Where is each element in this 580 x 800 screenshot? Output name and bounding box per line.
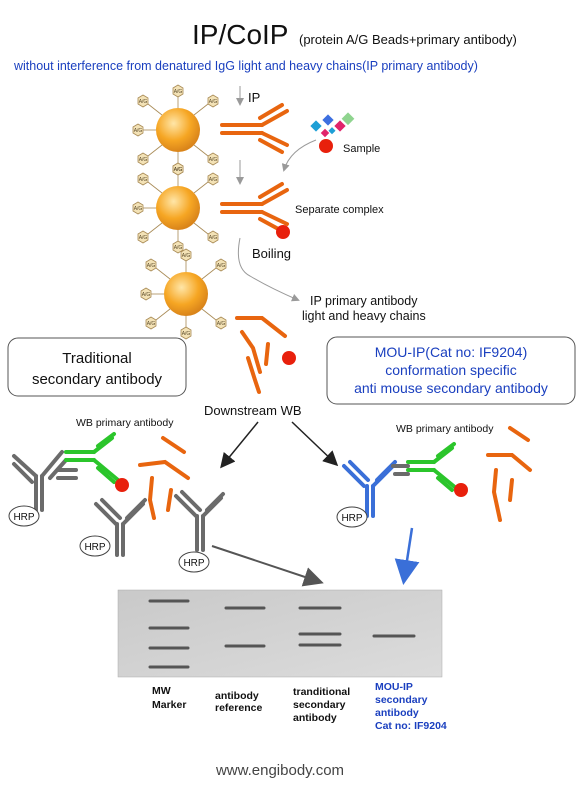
gray-antibody-bottom-1 (94, 498, 147, 557)
bead-1-ag-label-6: A/G (174, 167, 183, 173)
denatured-chains-right (486, 426, 532, 522)
mou-line-3: anti mouse secondary antibody (354, 380, 548, 396)
denatured-chains-left (138, 436, 190, 520)
lane2-label-2: reference (215, 702, 262, 714)
mou-line-2: conformation specific (385, 362, 517, 378)
bead-2-ag-label-3: A/G (209, 177, 218, 183)
lane1-label-1: MW (152, 685, 171, 697)
chains-label-1: IP primary antibody (310, 294, 418, 308)
main-title: IP/CoIP (192, 19, 288, 50)
separate-label: Separate complex (295, 204, 384, 216)
bead-2-ag-label-5: A/G (139, 235, 148, 241)
lane4-label-2: secondary (375, 694, 428, 706)
traditional-line-1: Traditional (62, 350, 131, 367)
bead-2-ag-label-4: A/G (134, 206, 143, 212)
bead-3-ag-label-4: A/G (142, 292, 151, 298)
bead-2-ag-label-2: A/G (174, 167, 183, 173)
green-primary-right (406, 442, 458, 492)
bead-1-ag-label-3: A/G (209, 99, 218, 105)
lane4-label-3: antibody (375, 707, 419, 719)
subtitle: without interference from denatured IgG … (13, 59, 478, 73)
lane4-label-4: Cat no: IF9204 (375, 720, 447, 732)
wb-primary-label-right: WB primary antibody (396, 423, 494, 435)
title-subnote: (protein A/G Beads+primary antibody) (299, 32, 517, 47)
hrp-label-1: HRP (13, 512, 34, 523)
mou-ip-box (326, 336, 576, 405)
ip-label: IP (248, 90, 260, 105)
antigen-dot-2 (282, 351, 296, 365)
bead-3-ag-label-5: A/G (147, 321, 156, 327)
hrp-badge-3 (178, 551, 210, 573)
wb-primary-label-left: WB primary antibody (76, 417, 174, 429)
bead-2-ag-label-6: A/G (174, 245, 183, 251)
hrp-label-3: HRP (183, 558, 204, 569)
bead-1-ag-label-4: A/G (134, 128, 143, 134)
bead-3-ag-label-7: A/G (217, 321, 226, 327)
gray-antibody-top-left (12, 450, 78, 512)
downstream-arrow-left (220, 421, 259, 469)
footer-url: www.engibody.com (215, 762, 344, 779)
bead-1-ag-label-5: A/G (139, 157, 148, 163)
ip-antibody-1 (220, 103, 289, 154)
hrp-label-4: HRP (341, 513, 362, 524)
bead-1-ag-label-1: A/G (139, 99, 148, 105)
antigen-dot-4 (454, 483, 468, 497)
hrp-badge-1 (8, 505, 40, 527)
downstream-label: Downstream WB (204, 403, 302, 418)
mou-line-1: MOU-IP(Cat no: IF9204) (375, 344, 528, 360)
chains-label-2: light and heavy chains (302, 309, 426, 323)
bead-3-ag-label-2: A/G (182, 253, 191, 259)
lane3-label-2: secondary (293, 699, 346, 711)
hrp-label-2: HRP (84, 542, 105, 553)
downstream-arrow-right (291, 421, 339, 467)
gray-antibody-bottom-2 (174, 490, 225, 552)
lane4-label-1: MOU-IP (375, 681, 413, 693)
green-primary-left (64, 432, 120, 484)
bead-3-ag-label-1: A/G (147, 263, 156, 269)
left-to-blot-arrow (211, 545, 324, 587)
denatured-chains-center (235, 316, 287, 394)
gray-link-right (391, 464, 410, 476)
bead-1-ag-label-7: A/G (209, 157, 218, 163)
sample-label: Sample (343, 143, 380, 155)
traditional-box (7, 337, 187, 397)
boiling-label: Boiling (252, 246, 291, 261)
boiling-arrow (237, 237, 300, 302)
antigen-dot-3 (115, 478, 129, 492)
lane3-label-3: antibody (293, 712, 337, 724)
bead-1-ag-label-2: A/G (174, 89, 183, 95)
lane3-label-1: tranditional (293, 686, 350, 698)
bead-2-ag-label-1: A/G (139, 177, 148, 183)
bead-3-ag-label-6: A/G (182, 331, 191, 337)
antigen-dot-1 (276, 225, 290, 239)
bead-3-ag-label-3: A/G (217, 263, 226, 269)
lane2-label-1: antibody (215, 690, 259, 702)
hrp-badge-2 (79, 535, 111, 557)
traditional-line-2: secondary antibody (32, 371, 163, 388)
lane1-label-2: Marker (152, 699, 186, 711)
right-to-blot-arrow (394, 527, 420, 585)
bead-2-ag-label-7: A/G (209, 235, 218, 241)
hrp-badge-4 (336, 506, 368, 528)
blot-bands (148, 599, 416, 669)
ip-antibody-2 (220, 182, 289, 233)
western-blot-membrane (117, 589, 443, 678)
sample-arrow (281, 139, 317, 172)
